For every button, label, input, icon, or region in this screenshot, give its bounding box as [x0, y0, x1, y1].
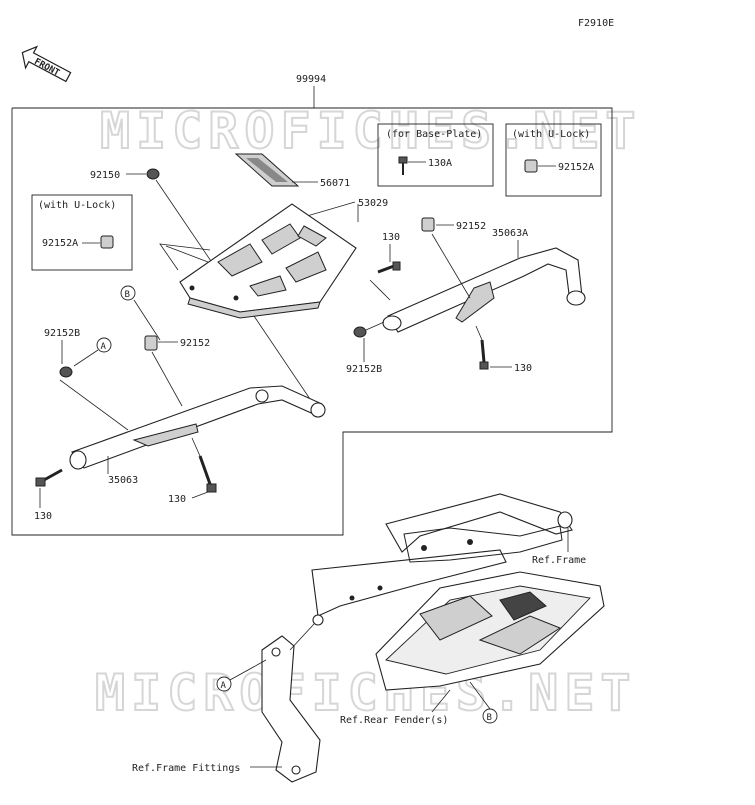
svg-text:B: B — [487, 713, 492, 723]
part-56071: 56071 — [320, 178, 350, 189]
base-plate-box — [377, 123, 494, 187]
grommet-92152b-left-icon — [59, 366, 73, 378]
part-130-top: 130 — [382, 232, 400, 243]
grommet-92152b-right-icon — [353, 326, 367, 338]
bolt-130-right-icon — [479, 339, 489, 370]
bolt-130-top-icon — [377, 261, 401, 274]
bolt-130-bottom-icon — [198, 455, 217, 493]
frame-ref-icon — [311, 493, 573, 617]
part-53029: 53029 — [358, 198, 388, 209]
part-130a: 130A — [428, 158, 452, 169]
watermark-top: MICROFICHES.NET — [100, 102, 642, 160]
collar-92152a-right-icon — [524, 159, 538, 173]
collar-92152a-left-icon — [100, 235, 114, 249]
bolt-130-left-icon — [35, 468, 63, 487]
part-92152b-right: 92152B — [346, 364, 382, 375]
assembly-outline — [11, 107, 613, 536]
base-plate-53029-icon — [179, 203, 357, 319]
ref-frame-fittings: Ref.Frame Fittings — [132, 763, 240, 774]
part-130-left: 130 — [34, 511, 52, 522]
ref-frame: Ref.Frame — [532, 555, 586, 566]
part-92152b-left: 92152B — [44, 328, 80, 339]
frame-fittings-ref-icon — [261, 614, 324, 783]
part-35063: 35063 — [108, 475, 138, 486]
callout-a-top: A — [96, 337, 112, 353]
base-plate-box-title: (for Base-Plate) — [386, 129, 482, 140]
svg-text:A: A — [101, 342, 107, 352]
part-92152-right: 92152 — [456, 221, 486, 232]
part-35063a: 35063A — [492, 228, 528, 239]
u-lock-box-left — [31, 194, 133, 271]
svg-text:B: B — [125, 290, 130, 300]
rear-fender-ref-icon — [375, 571, 605, 691]
u-lock-box-right — [505, 123, 602, 197]
front-arrow-icon: FRONT — [21, 45, 72, 83]
grommet-92150-icon — [146, 168, 160, 180]
figure-code: F2910E — [578, 18, 614, 29]
part-92152a-right: 92152A — [558, 162, 594, 173]
u-lock-box-right-title: (with U-Lock) — [512, 129, 590, 140]
bolt-130a-icon — [398, 156, 408, 175]
bracket-35063a-icon — [382, 247, 586, 333]
part-92150: 92150 — [90, 170, 120, 181]
part-92152a-left: 92152A — [42, 238, 78, 249]
ref-rear-fender: Ref.Rear Fender(s) — [340, 715, 448, 726]
part-92152-left: 92152 — [180, 338, 210, 349]
callout-a-bottom: A — [216, 676, 232, 692]
assembly-number: 99994 — [296, 74, 326, 85]
part-130-right: 130 — [514, 363, 532, 374]
label-56071-icon — [234, 153, 300, 187]
collar-92152-right-icon — [421, 217, 435, 232]
collar-92152-left-icon — [144, 335, 158, 351]
callout-b-top: B — [120, 285, 136, 301]
u-lock-box-left-title: (with U-Lock) — [38, 200, 116, 211]
watermark-bottom: MICROFICHES.NET — [95, 664, 637, 722]
bracket-35063-icon — [69, 385, 326, 470]
svg-text:A: A — [221, 681, 227, 691]
callout-b-bottom: B — [482, 708, 498, 724]
part-130-bottom: 130 — [168, 494, 186, 505]
